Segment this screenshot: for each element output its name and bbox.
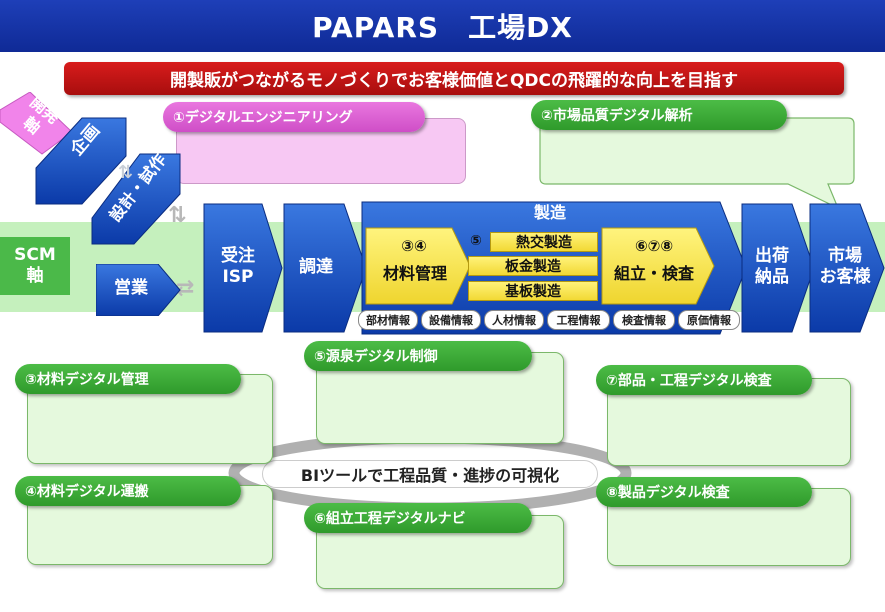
dev-arrows: ⇅ bbox=[35, 117, 181, 245]
mission-banner: 開製販がつながるモノづくりでお客様価値とQDCの飛躍的な向上を目指す bbox=[64, 62, 844, 95]
info-pill-equipment: 設備情報 bbox=[421, 310, 481, 330]
theme8-title: ⑧製品デジタル検査 bbox=[606, 485, 730, 501]
scm-axis-label: SCM 軸 bbox=[0, 237, 70, 295]
bi-label: BIツールで工程品質・進捗の可視化 bbox=[262, 460, 598, 488]
scm-axis-text: SCM 軸 bbox=[14, 244, 56, 286]
theme6-title: ⑥組立工程デジタルナビ bbox=[314, 511, 466, 527]
dev-axis-arrow bbox=[0, 92, 73, 155]
info-pill-process: 工程情報 bbox=[547, 310, 610, 330]
connector-design-order-icon: ⇅ bbox=[168, 203, 187, 228]
theme2-pill: ②市場品質デジタル解析 bbox=[531, 100, 787, 130]
info-pill-parts: 部材情報 bbox=[358, 310, 418, 330]
theme8-pill: ⑧製品デジタル検査 bbox=[596, 477, 812, 507]
assembly-arrow bbox=[601, 227, 715, 305]
theme5-pill: ⑤源泉デジタル制御 bbox=[304, 341, 532, 371]
theme4-pill: ④材料デジタル運搬 bbox=[15, 476, 241, 506]
info-pill-cost: 原価情報 bbox=[678, 310, 740, 330]
theme3-title: ③材料デジタル管理 bbox=[25, 372, 149, 388]
theme5-title: ⑤源泉デジタル制御 bbox=[314, 349, 438, 365]
proc-item-sheet-metal: 板金製造 bbox=[468, 256, 598, 276]
material-label: 材料管理 bbox=[382, 264, 447, 283]
material-arrow bbox=[365, 227, 471, 305]
theme7-title: ⑦部品・工程デジタル検査 bbox=[606, 373, 772, 389]
theme6-pill: ⑥組立工程デジタルナビ bbox=[304, 503, 532, 533]
theme7-pill: ⑦部品・工程デジタル検査 bbox=[596, 365, 812, 395]
theme1-title: ①デジタルエンジニアリング bbox=[173, 110, 353, 126]
svg-text:⇅: ⇅ bbox=[118, 162, 133, 183]
proc-item-board: 基板製造 bbox=[468, 281, 598, 301]
theme4-title: ④材料デジタル運搬 bbox=[25, 484, 149, 500]
info-pill-inspection: 検査情報 bbox=[613, 310, 675, 330]
manufacturing-label: 製造 bbox=[533, 203, 566, 222]
connector-sales-order-icon: ⇄ bbox=[176, 276, 195, 301]
theme3-pill: ③材料デジタル管理 bbox=[15, 364, 241, 394]
procurement-label: 調達 bbox=[299, 257, 333, 277]
theme1-pill: ①デジタルエンジニアリング bbox=[163, 102, 425, 132]
order-isp-label: 受注 ISP bbox=[221, 246, 255, 288]
theme2-title: ②市場品質デジタル解析 bbox=[541, 108, 693, 124]
page-title: PAPARS 工場DX bbox=[0, 0, 885, 52]
market-label: 市場 お客様 bbox=[819, 246, 871, 288]
info-pill-personnel: 人材情報 bbox=[484, 310, 544, 330]
shipping-label: 出荷 納品 bbox=[755, 246, 789, 288]
title-text: PAPARS 工場DX bbox=[312, 11, 573, 44]
material-num: ③④ bbox=[401, 237, 427, 255]
sales-arrow bbox=[96, 264, 181, 316]
proc-num: ⑤ bbox=[470, 233, 482, 249]
sales-label: 営業 bbox=[114, 278, 148, 298]
assembly-num: ⑥⑦⑧ bbox=[634, 237, 674, 255]
proc-item-heat-exchanger: 熱交製造 bbox=[490, 232, 598, 252]
assembly-label: 組立・検査 bbox=[613, 264, 694, 283]
